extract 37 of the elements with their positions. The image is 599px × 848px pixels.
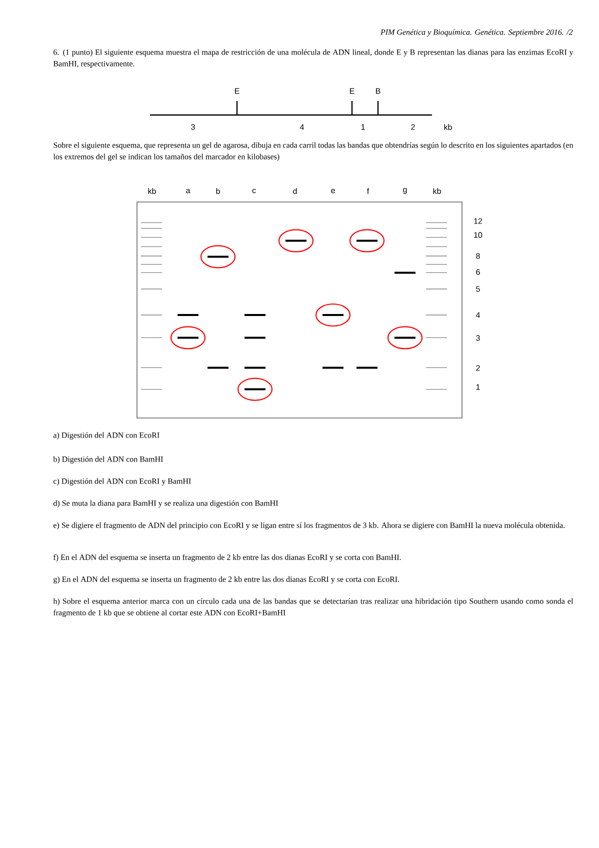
fragment-size: 2 [411,124,415,130]
size-label: 10 [474,232,482,238]
question-text: 6. (1 punto) El siguiente esquema muestra el mapa de restricción de una molécula de ADN lineal, donde E y B representan las dianas para las enzimas EcoRI y BamHI, respectivamente. [53,49,574,68]
size-label: 1 [476,384,480,390]
lane-label: c [252,188,256,194]
fragment-size: 4 [300,124,304,130]
question-item: c) Digestión del ADN con EcoRI y BamHI [54,478,191,486]
question-item: f) En el ADN del esquema se inserta un fragmento de 2 kb entre las dos dianas EcoRI y se corta con BamHI. [53,554,401,562]
size-label: 4 [476,312,480,318]
unit-label: kb [444,124,452,130]
site-label: E [350,88,354,94]
site-label: B [376,88,380,94]
lane-label: d [293,188,297,194]
lane-label: kb [148,188,156,194]
lane-label: b [216,188,220,194]
question-item: h) Sobre el esquema anterior marca con un círculo cada una de las bandas que se detectarían tras realizar una hibridación tipo Southern usando como sonda el fragmento de 1 kb que se obtiene al cortar este ADN con EcoRI+BamHI [53,598,574,617]
question-item: e) Se digiere el fragmento de ADN del principio con EcoRI y se ligan entre sí los fragmentos de 3 kb. Ahora se digiere con BamHI la nueva molécula obtenida. [54,522,565,530]
lane-label: a [186,188,190,194]
lane-label: f [367,188,370,194]
question-item: a) Digestión del ADN con EcoRI [53,432,160,440]
size-label: 2 [476,365,480,371]
site-label: E [235,88,240,94]
fragment-size: 1 [361,124,365,130]
lane-label: g [403,188,407,194]
size-label: 6 [476,269,480,275]
size-label: 12 [474,218,482,224]
lane-label: e [331,188,335,194]
question-item: b) Digestión del ADN con BamHI [53,456,163,464]
page-header: PIM Genética y Bioquímica. Genética. Septiembre 2016. /2 [380,29,573,36]
fragment-size: 3 [191,124,195,130]
size-label: 5 [476,286,480,292]
instruction-text: Sobre el siguiente esquema, que representa un gel de agarosa, dibuja en cada carril todas las bandas que obtendrías según lo descrito en los siguientes apartados (en los extremos del gel se indican los tamaños del marcador en kilobases) [53,142,574,161]
question-item: d) Se muta la diana para BamHI y se realiza una digestión con BamHI [53,500,278,508]
lane-label: kb [433,188,441,194]
size-label: 3 [476,335,480,341]
question-item: g) En el ADN del esquema se inserta un fragmento de 2 kb entre las dos dianas EcoRI y se corta con EcoRI. [54,576,400,584]
size-label: 8 [476,253,480,259]
